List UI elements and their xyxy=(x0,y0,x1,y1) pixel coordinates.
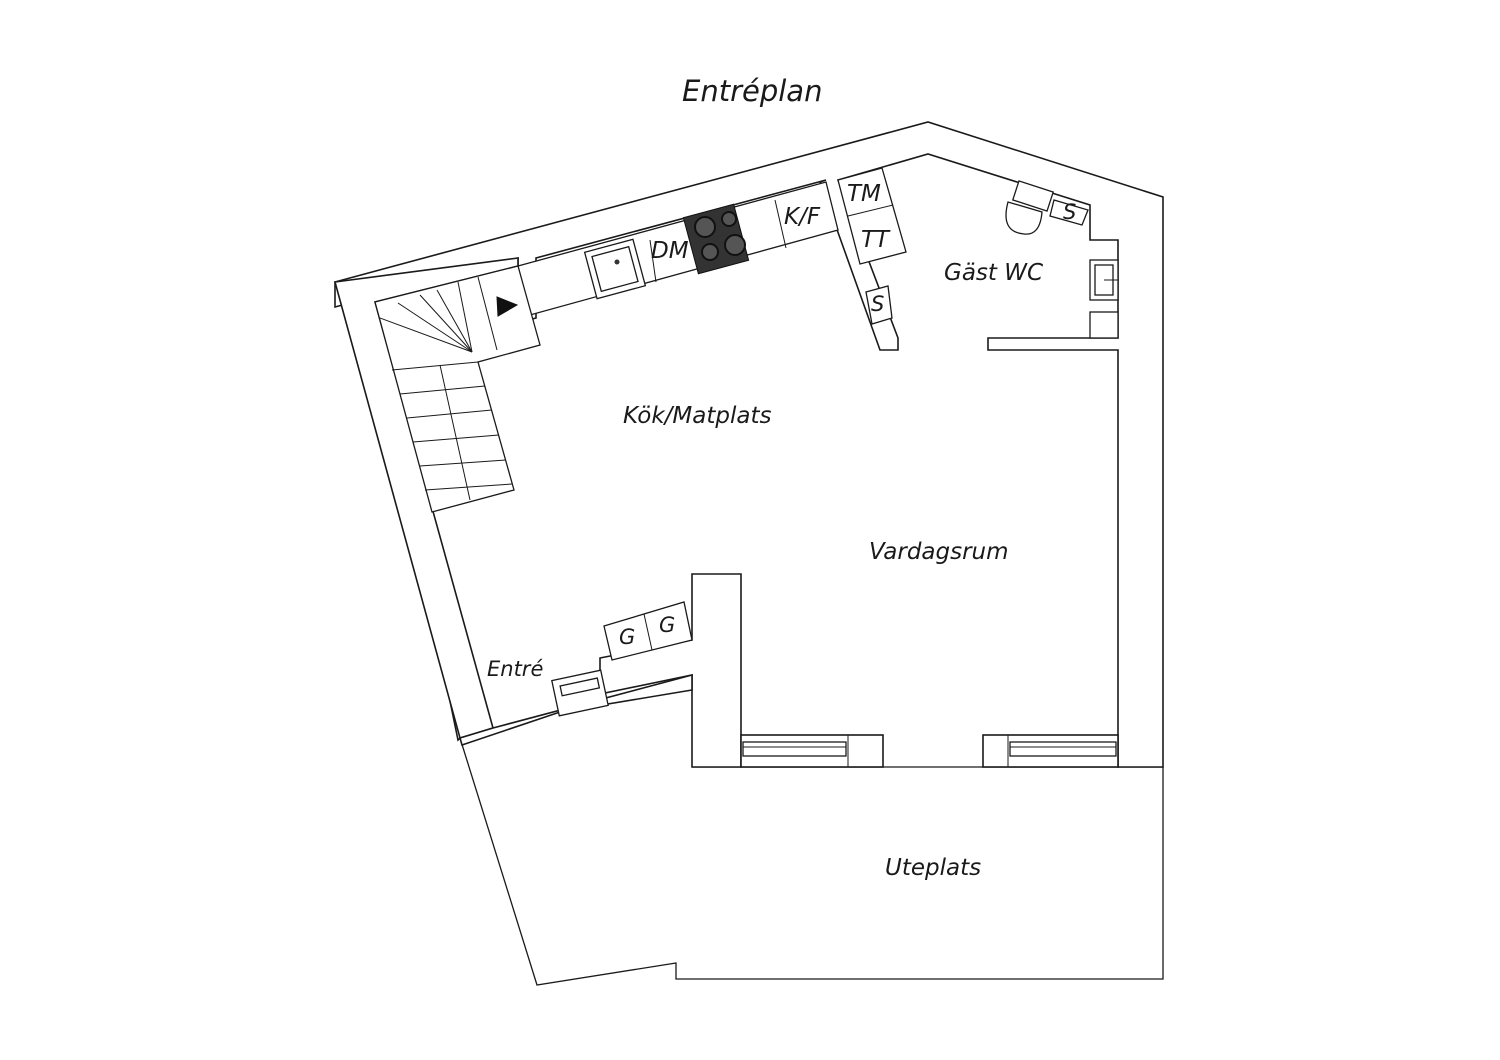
entry-wardrobes xyxy=(551,601,693,717)
label-dishwasher: DM xyxy=(651,238,689,264)
label-wardrobe-g2: G xyxy=(659,613,675,637)
wc-storage xyxy=(1049,199,1089,226)
wc-cabinet xyxy=(1089,311,1119,339)
room-label-guest-wc: Gäst WC xyxy=(944,260,1043,286)
plan-title: Entréplan xyxy=(682,74,822,108)
south-wall xyxy=(740,734,1119,768)
label-fridge-freezer: K/F xyxy=(784,204,821,230)
room-label-patio: Uteplats xyxy=(885,855,981,881)
room-label-entry: Entré xyxy=(487,657,543,681)
toilet-icon xyxy=(1005,180,1055,235)
label-wardrobe-wc: S xyxy=(1063,200,1076,224)
central-pier xyxy=(599,573,742,768)
label-washing-machine: TM xyxy=(847,181,881,207)
staircase xyxy=(374,265,541,513)
stove-icon xyxy=(682,203,750,275)
laundry-units xyxy=(837,167,907,325)
wc-washbasin-icon xyxy=(1089,259,1119,301)
label-wardrobe-kitchen: S xyxy=(871,292,884,316)
kitchen-sink xyxy=(583,238,647,300)
room-label-kitchen: Kök/Matplats xyxy=(623,403,771,429)
stair-direction-arrow-icon xyxy=(496,296,519,317)
patio-outline xyxy=(459,737,1164,986)
room-label-living: Vardagsrum xyxy=(869,539,1009,565)
entry-wall xyxy=(459,673,693,747)
label-wardrobe-g1: G xyxy=(619,625,635,649)
label-dryer: TT xyxy=(861,227,891,253)
